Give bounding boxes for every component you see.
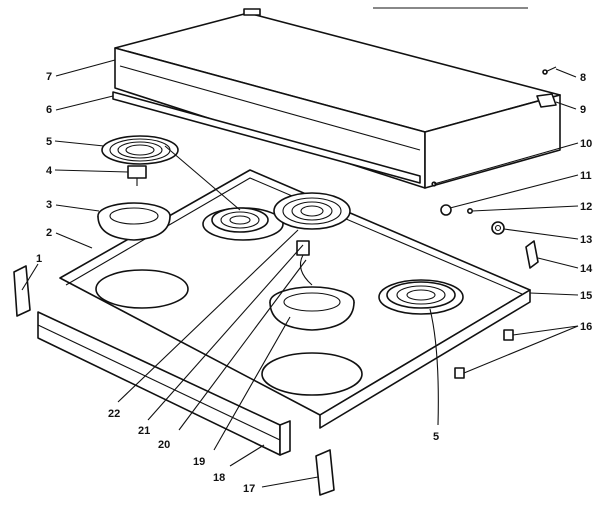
clip-lower <box>454 367 465 379</box>
nut <box>466 208 473 215</box>
receptacle <box>296 240 313 286</box>
surface-element-coil-right <box>386 281 456 309</box>
label-4: 4 <box>46 165 53 177</box>
drip-pan-center <box>269 286 355 331</box>
front-frame <box>37 311 291 456</box>
label-10: 10 <box>580 138 592 150</box>
side-bracket <box>525 240 539 269</box>
label-18: 18 <box>213 472 225 484</box>
label-15: 15 <box>580 290 592 302</box>
label-5-lower: 5 <box>433 431 439 443</box>
drip-pan-left <box>97 202 171 241</box>
label-22: 22 <box>108 408 120 420</box>
backguard-panel <box>114 8 561 189</box>
label-8: 8 <box>580 72 586 84</box>
label-13: 13 <box>580 234 592 246</box>
right-end-cap <box>315 449 335 496</box>
part-labels: 1 2 3 4 5 5 6 7 8 9 10 11 12 13 14 15 16… <box>36 71 593 495</box>
terminal-clip <box>440 204 452 216</box>
left-end-cap <box>13 265 31 317</box>
surface-element-coil-rear <box>211 207 269 233</box>
label-20: 20 <box>158 439 170 451</box>
label-6: 6 <box>46 104 52 116</box>
label-17: 17 <box>243 483 255 495</box>
label-7: 7 <box>46 71 52 83</box>
label-16: 16 <box>580 321 592 333</box>
surface-element-coil-left <box>101 135 179 165</box>
leader-lines <box>21 59 579 488</box>
label-9: 9 <box>580 104 586 116</box>
label-2: 2 <box>46 227 52 239</box>
label-3: 3 <box>46 199 52 211</box>
clip-bracket <box>536 93 557 108</box>
terminal-block <box>127 165 147 186</box>
label-5-upper: 5 <box>46 136 52 148</box>
rail-strip <box>112 91 421 184</box>
label-21: 21 <box>138 425 150 437</box>
label-19: 19 <box>193 456 205 468</box>
grommet <box>491 221 505 235</box>
label-12: 12 <box>580 201 592 213</box>
label-1: 1 <box>36 253 42 265</box>
label-14: 14 <box>580 263 593 275</box>
label-11: 11 <box>580 170 592 182</box>
screw <box>542 66 557 75</box>
clip-upper <box>503 329 514 341</box>
surface-element-coil-center <box>273 192 351 230</box>
